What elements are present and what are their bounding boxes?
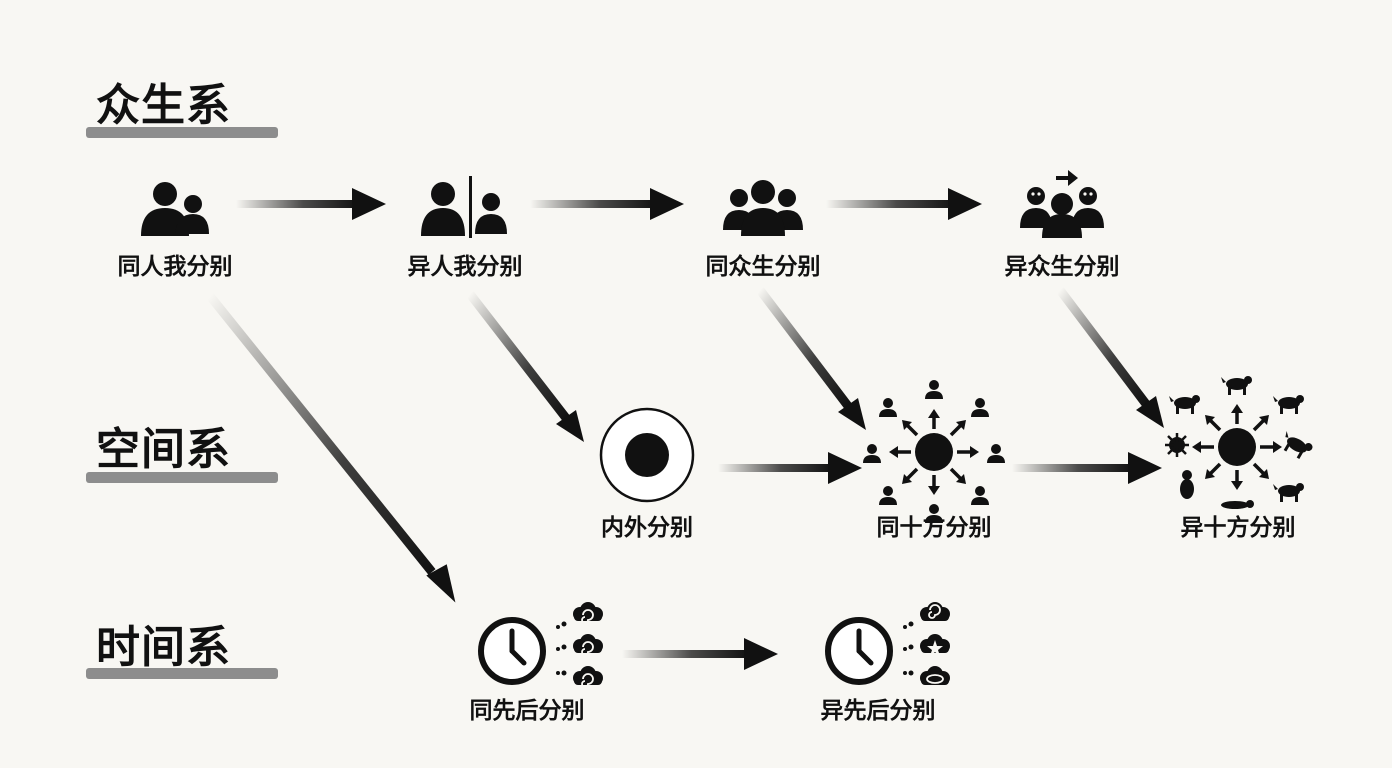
label-same-ten-directions: 同十方分别 bbox=[876, 515, 992, 541]
label-same-self-other: 同人我分别 bbox=[117, 254, 233, 280]
radiating-people-icon bbox=[863, 380, 1005, 523]
clock-thoughts-icon bbox=[478, 602, 603, 688]
label-same-before-after: 同先后分别 bbox=[469, 698, 585, 724]
label-inner-outer: 内外分别 bbox=[601, 515, 693, 541]
space-system-label: 空间系 bbox=[96, 424, 231, 475]
label-diff-beings: 异众生分别 bbox=[1004, 254, 1120, 280]
arrow-diag-diffbeings-to-tendir bbox=[1056, 287, 1164, 428]
time-system-underline bbox=[86, 668, 278, 679]
arrow-beings-1 bbox=[236, 188, 386, 220]
two-people-icon bbox=[141, 182, 209, 236]
arrow-beings-2 bbox=[530, 188, 684, 220]
beings-system-label: 众生系 bbox=[96, 80, 231, 131]
label-diff-before-after: 异先后分别 bbox=[820, 698, 936, 724]
space-system-underline bbox=[86, 472, 278, 483]
arrow-time-1 bbox=[622, 638, 778, 670]
arrow-diag-samebeings-to-tendir bbox=[756, 287, 866, 430]
group-icon bbox=[723, 180, 803, 236]
label-diff-self-other: 异人我分别 bbox=[407, 254, 523, 280]
arrow-beings-3 bbox=[826, 188, 982, 220]
label-diff-ten-directions: 异十方分别 bbox=[1180, 515, 1296, 541]
arrow-diag-self-to-time bbox=[206, 293, 456, 603]
label-same-beings: 同众生分别 bbox=[705, 254, 821, 280]
beings-system-underline bbox=[86, 127, 278, 138]
divided-people-icon bbox=[421, 176, 507, 238]
arrow-diag-diffself-to-innerouter bbox=[466, 291, 584, 442]
differing-group-icon bbox=[1020, 170, 1104, 238]
arrow-space-2 bbox=[1012, 452, 1162, 484]
radiating-animals-icon bbox=[1165, 376, 1314, 509]
clock-varied-thoughts-icon bbox=[825, 602, 950, 685]
arrow-space-1 bbox=[718, 452, 862, 484]
time-system-label: 时间系 bbox=[96, 622, 231, 673]
circled-dot-icon bbox=[599, 407, 695, 503]
